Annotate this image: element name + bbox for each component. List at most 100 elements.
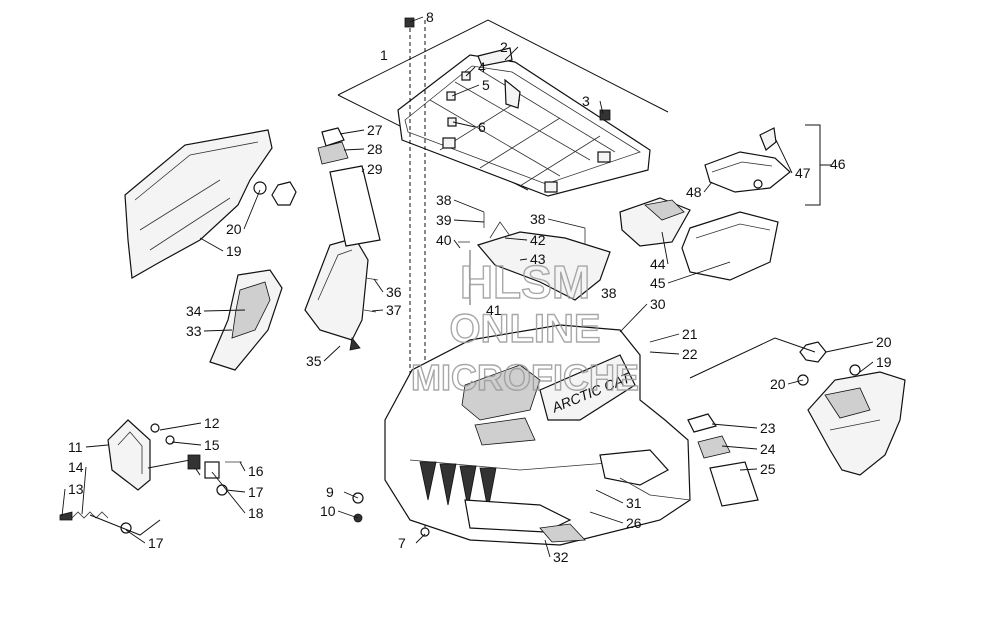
leader-47 (775, 139, 793, 174)
callout-38-left: 38 (436, 192, 452, 208)
leader-31 (595, 489, 624, 504)
callout-17-bottom: 17 (148, 535, 164, 551)
callout-32: 32 (553, 549, 569, 565)
callout-30: 30 (650, 296, 666, 312)
callout-48: 48 (686, 184, 702, 200)
leader-45 (667, 261, 731, 284)
leader-20-right-top (825, 341, 874, 353)
leader-26 (589, 511, 624, 524)
callout-18: 18 (248, 505, 264, 521)
storage-box (619, 197, 779, 281)
callout-14: 14 (68, 459, 84, 475)
leader-7 (415, 533, 426, 544)
leader-16 (239, 461, 246, 472)
callout-36: 36 (386, 284, 402, 300)
leader-19-left (199, 237, 224, 252)
callout-40: 40 (436, 232, 452, 248)
callout-20-left: 20 (226, 221, 242, 237)
watermark: HLSM ONLINE MICROFICHE (410, 255, 639, 398)
leader-6 (452, 121, 476, 128)
left-vent (209, 269, 283, 371)
leader-29 (361, 168, 365, 173)
watermark-line-2: ONLINE (449, 307, 600, 351)
callout-10: 10 (320, 503, 336, 519)
callout-20-right-mid: 20 (770, 376, 786, 392)
leader-27 (339, 129, 365, 135)
leader-38-left (453, 199, 485, 213)
front-rack (397, 47, 651, 197)
leader-37 (371, 309, 384, 312)
left-decals (317, 127, 381, 247)
leader-42 (504, 237, 528, 241)
callout-39: 39 (436, 212, 452, 228)
callout-5: 5 (482, 77, 490, 93)
leader-33 (203, 329, 233, 332)
callout-35: 35 (306, 353, 322, 369)
callout-42: 42 (530, 232, 546, 248)
front-body: ARCTIC CAT (352, 324, 691, 546)
headlight-latch-assembly (59, 419, 242, 536)
leader-18 (211, 471, 246, 514)
watermark-line-3: MICROFICHE (411, 357, 639, 398)
callout-31: 31 (626, 495, 642, 511)
leader-19-right (859, 361, 874, 373)
leader-4 (465, 66, 476, 77)
leader-2 (504, 46, 519, 61)
callout-4: 4 (478, 59, 486, 75)
leader-11 (85, 444, 109, 448)
callout-27: 27 (367, 122, 383, 138)
leader-35 (323, 345, 341, 362)
leader-20-right-mid (787, 379, 804, 385)
callout-44: 44 (650, 256, 666, 272)
callout-21: 21 (682, 326, 698, 342)
leader-30 (619, 303, 648, 333)
leader-24 (721, 445, 758, 450)
callout-22: 22 (682, 346, 698, 362)
leader-14 (81, 466, 87, 515)
leader-44 (661, 231, 669, 265)
leader-17-bottom (125, 529, 146, 544)
leader-13 (61, 488, 66, 517)
callout-29: 29 (367, 161, 383, 177)
callout-19-right: 19 (876, 354, 892, 370)
callout-37: 37 (386, 302, 402, 318)
callout-6: 6 (478, 119, 486, 135)
callout-46: 46 (830, 156, 846, 172)
leader-43 (519, 258, 528, 261)
leader-28 (343, 148, 365, 151)
leader-3 (599, 100, 604, 115)
right-decals (687, 413, 759, 507)
right-fender (689, 337, 906, 476)
callout-16: 16 (248, 463, 264, 479)
leader-17-right (225, 489, 246, 493)
leader-9 (343, 491, 359, 499)
callout-1: 1 (380, 47, 388, 63)
storage-lid (704, 124, 832, 206)
callout-11: 11 (68, 439, 83, 455)
leader-48 (703, 181, 713, 193)
callout-13: 13 (68, 481, 84, 497)
leader-10 (337, 510, 359, 519)
leader-34 (203, 309, 246, 312)
callout-8: 8 (426, 9, 434, 25)
callout-28: 28 (367, 141, 383, 157)
callout-3: 3 (582, 93, 590, 109)
callout-12: 12 (204, 415, 220, 431)
callout-17-right: 17 (248, 484, 264, 500)
callout-34: 34 (186, 303, 202, 319)
leader-21 (649, 333, 680, 343)
callout-labels: 1 2 3 4 5 6 7 8 9 10 11 12 13 14 15 16 1… (68, 9, 892, 565)
left-side-panel (304, 237, 379, 351)
callout-2: 2 (500, 39, 508, 55)
callout-45: 45 (650, 275, 666, 291)
callout-23: 23 (760, 420, 776, 436)
callout-47: 47 (795, 165, 811, 181)
leader-39 (453, 219, 485, 223)
leader-38-right (547, 218, 586, 229)
leader-5 (451, 84, 480, 97)
callout-41: 41 (486, 302, 502, 318)
left-fender (124, 129, 297, 279)
callout-7: 7 (398, 535, 406, 551)
callout-38-lower: 38 (601, 285, 617, 301)
